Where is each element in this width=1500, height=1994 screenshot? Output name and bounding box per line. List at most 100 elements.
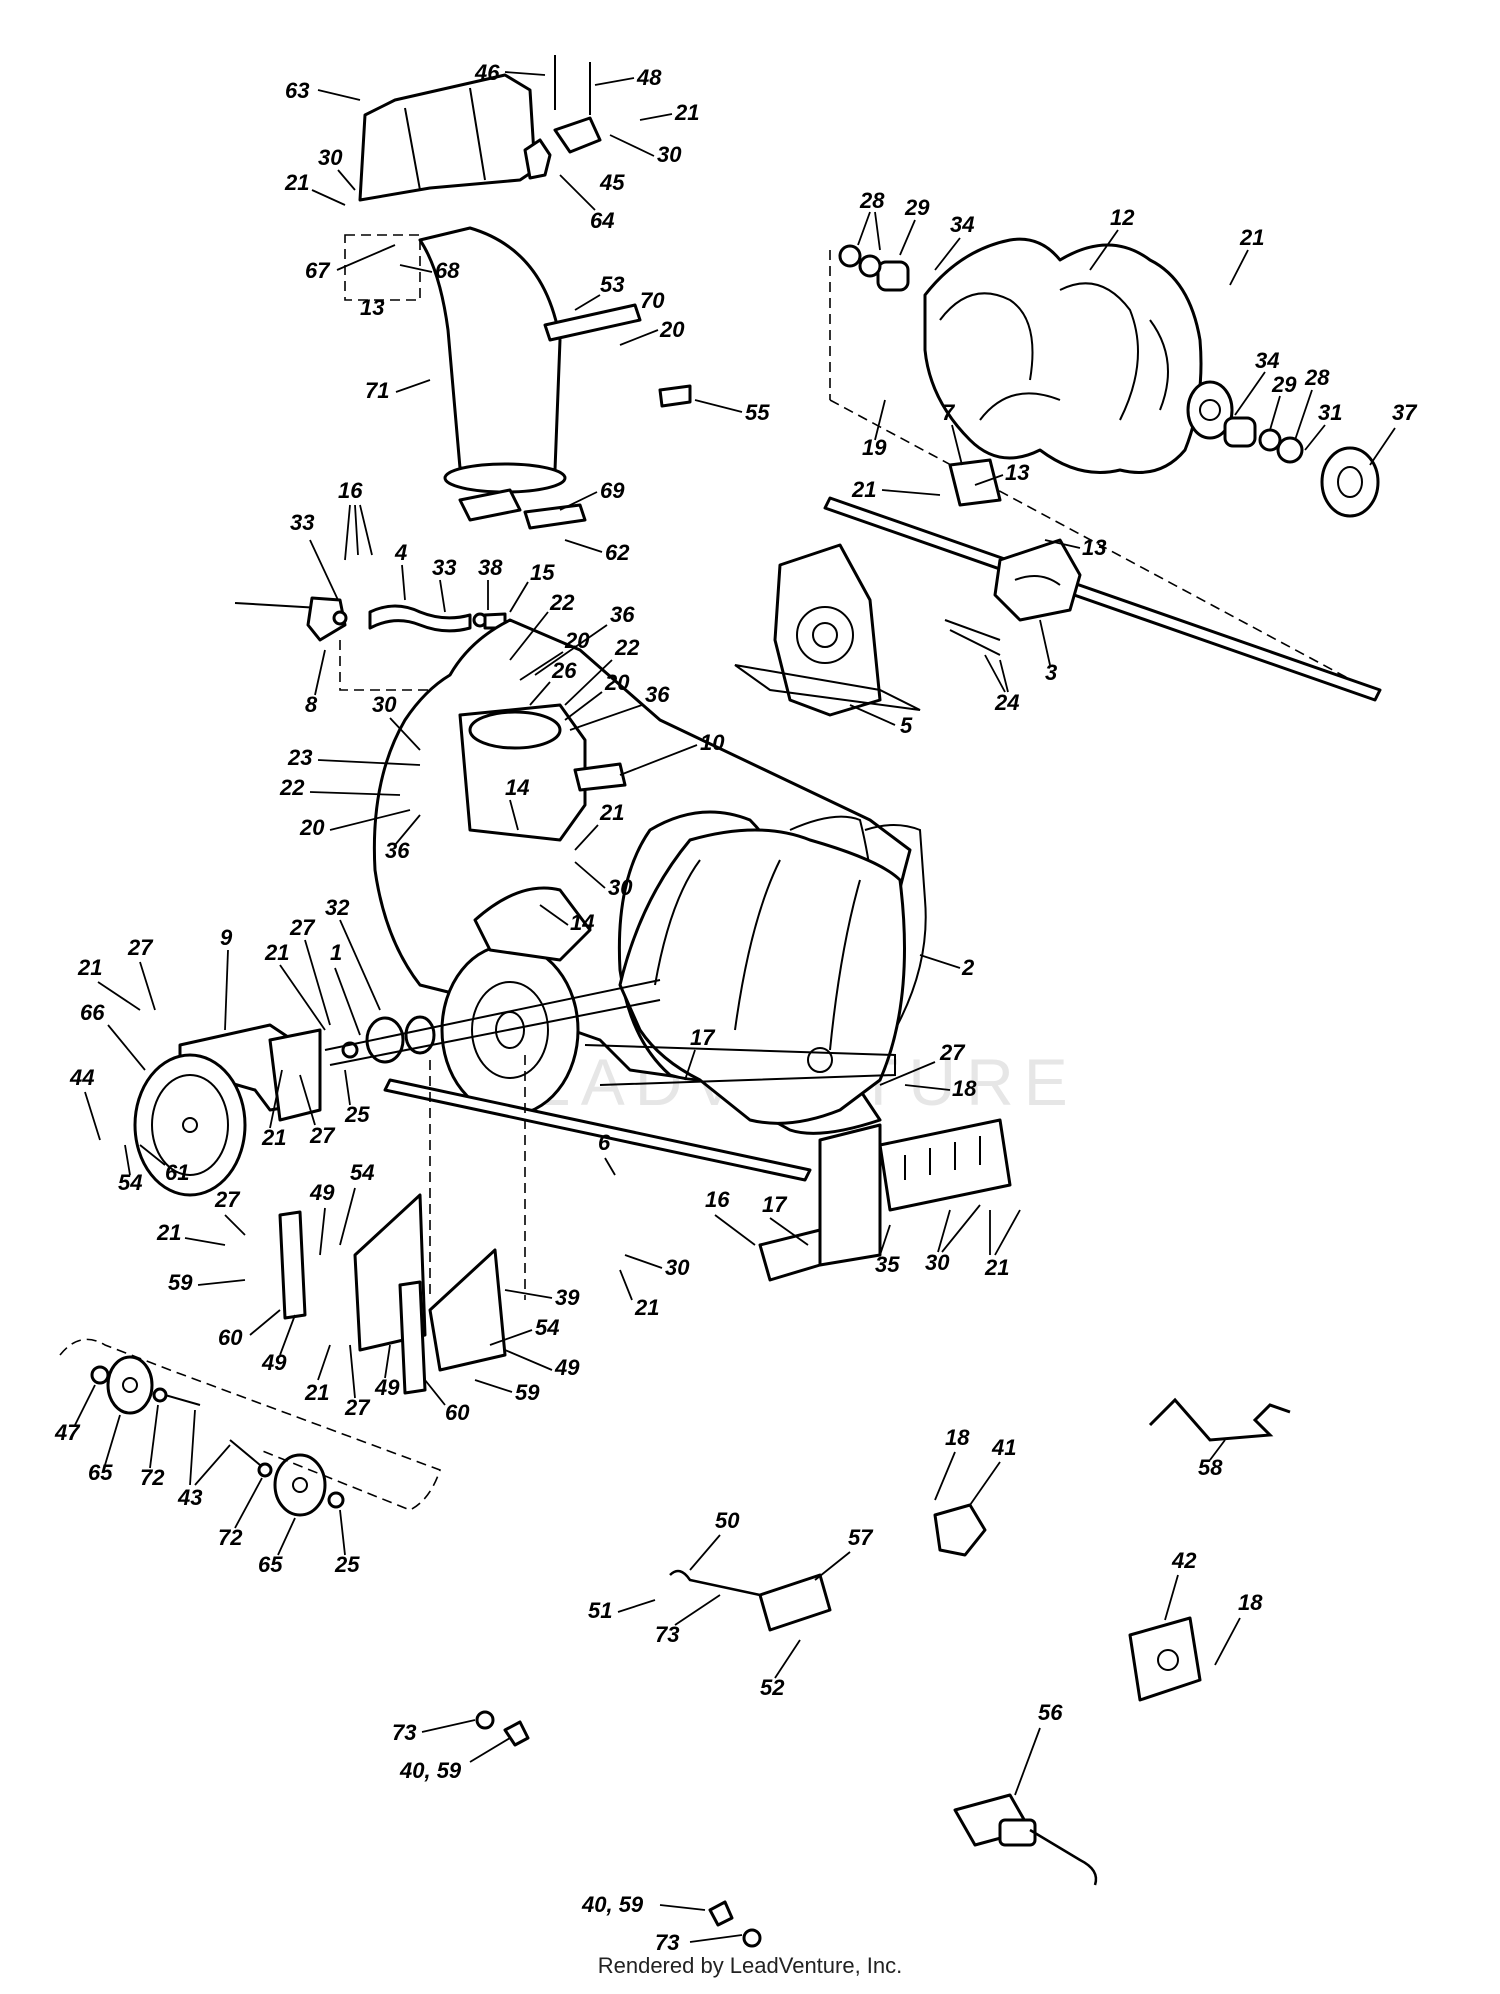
callout-72b: 72 <box>218 1525 243 1550</box>
callout-66: 66 <box>80 1000 105 1025</box>
callout-24: 24 <box>994 690 1019 715</box>
callout-69: 69 <box>600 478 625 503</box>
callout-12: 12 <box>1110 205 1135 230</box>
callout-30c: 30 <box>372 692 397 717</box>
callout-73b: 73 <box>392 1720 416 1745</box>
callout-68: 68 <box>435 258 460 283</box>
callout-18b: 18 <box>945 1425 970 1450</box>
deflector-bracket <box>523 55 602 180</box>
auger-assembly <box>923 237 1234 474</box>
callout-26: 26 <box>551 658 577 683</box>
callout-37: 37 <box>1392 400 1418 425</box>
callout-34a: 34 <box>950 212 974 237</box>
callout-40-59a: 40, 59 <box>399 1758 462 1783</box>
callout-13a: 13 <box>360 295 384 320</box>
callout-56: 56 <box>1038 1700 1063 1725</box>
idler-pulley-left <box>90 1355 201 1415</box>
callout-16a: 16 <box>338 478 363 503</box>
callout-20d: 20 <box>299 815 325 840</box>
callout-7: 7 <box>942 400 956 425</box>
callout-27f: 27 <box>344 1395 371 1420</box>
auger-housing-shroud <box>618 828 906 1125</box>
bracket-dashed-guide <box>429 1055 526 1300</box>
chute-crank-bracket <box>458 488 587 530</box>
callout-27d: 27 <box>309 1123 336 1148</box>
skid-plate <box>758 1228 822 1282</box>
callout-65b: 65 <box>258 1552 283 1577</box>
callout-6: 6 <box>598 1130 611 1155</box>
callout-30e: 30 <box>925 1250 950 1275</box>
callout-65a: 65 <box>88 1460 113 1485</box>
callout-73a: 73 <box>655 1622 679 1647</box>
callout-54c: 54 <box>535 1315 559 1340</box>
callout-49b: 49 <box>261 1350 287 1375</box>
callout-67: 67 <box>305 258 331 283</box>
callout-21l: 21 <box>304 1380 329 1405</box>
callout-9: 9 <box>220 925 233 950</box>
auger-shaft <box>823 496 1382 702</box>
callout-73c: 73 <box>655 1930 679 1955</box>
part-58-spring-rod <box>1148 1397 1291 1442</box>
callout-72a: 72 <box>140 1465 165 1490</box>
callout-21e: 21 <box>599 800 624 825</box>
callout-8: 8 <box>305 692 318 717</box>
callout-45: 45 <box>599 170 625 195</box>
callout-22c: 22 <box>279 775 305 800</box>
drive-pulley <box>133 1053 247 1197</box>
callout-17b: 17 <box>762 1192 788 1217</box>
callout-33b: 33 <box>432 555 456 580</box>
callout-10: 10 <box>700 730 725 755</box>
callout-13b: 13 <box>1005 460 1029 485</box>
callout-21i: 21 <box>156 1220 181 1245</box>
chute-rotator-plate <box>543 303 692 408</box>
callout-35: 35 <box>875 1252 900 1277</box>
frame-bracket-right <box>398 1248 507 1395</box>
scraper-bar <box>383 1044 896 1182</box>
auger-bearing-left <box>838 244 910 292</box>
callout-39: 39 <box>555 1285 580 1310</box>
callout-29a: 29 <box>904 195 930 220</box>
part-57-linkage <box>669 1569 832 1632</box>
callout-51: 51 <box>588 1598 612 1623</box>
callout-47: 47 <box>54 1420 81 1445</box>
impeller-housing-plate <box>734 543 921 717</box>
callout-28a: 28 <box>859 188 885 213</box>
callout-61: 61 <box>165 1160 189 1185</box>
gearbox <box>948 458 1082 622</box>
callout-55: 55 <box>745 400 770 425</box>
callout-49c: 49 <box>554 1355 580 1380</box>
drive-shaft-pulley-rods <box>944 619 1001 656</box>
callout-30b: 30 <box>318 145 343 170</box>
runner-shoe <box>818 1118 1012 1267</box>
idler-dashed-outline <box>59 1338 442 1511</box>
auger-frame-outline <box>829 250 1371 691</box>
callout-44: 44 <box>69 1065 94 1090</box>
callout-31: 31 <box>1318 400 1342 425</box>
part-42-mount <box>1128 1616 1202 1702</box>
callout-2: 2 <box>961 955 975 980</box>
impeller-housing-cover <box>458 703 627 842</box>
callout-49a: 49 <box>309 1180 335 1205</box>
callout-3: 3 <box>1045 660 1057 685</box>
part-56-linkage <box>953 1793 1098 1886</box>
callout-21b: 21 <box>284 170 309 195</box>
callout-43: 43 <box>177 1485 202 1510</box>
callout-20a: 20 <box>659 317 685 342</box>
callout-21h: 21 <box>261 1125 286 1150</box>
callout-4: 4 <box>394 540 407 565</box>
callout-50: 50 <box>715 1508 740 1533</box>
callout-30a: 30 <box>657 142 682 167</box>
chute-deflector <box>358 73 537 202</box>
callout-60b: 60 <box>445 1400 470 1425</box>
callout-17a: 17 <box>690 1025 716 1050</box>
callout-54b: 54 <box>350 1160 374 1185</box>
callout-36a: 36 <box>610 602 635 627</box>
callout-1: 1 <box>330 940 342 965</box>
callout-18a: 18 <box>952 1076 977 1101</box>
callout-41: 41 <box>991 1435 1016 1460</box>
callout-28b: 28 <box>1304 365 1330 390</box>
callout-62: 62 <box>605 540 630 565</box>
callout-22b: 22 <box>614 635 640 660</box>
callout-15: 15 <box>530 560 555 585</box>
